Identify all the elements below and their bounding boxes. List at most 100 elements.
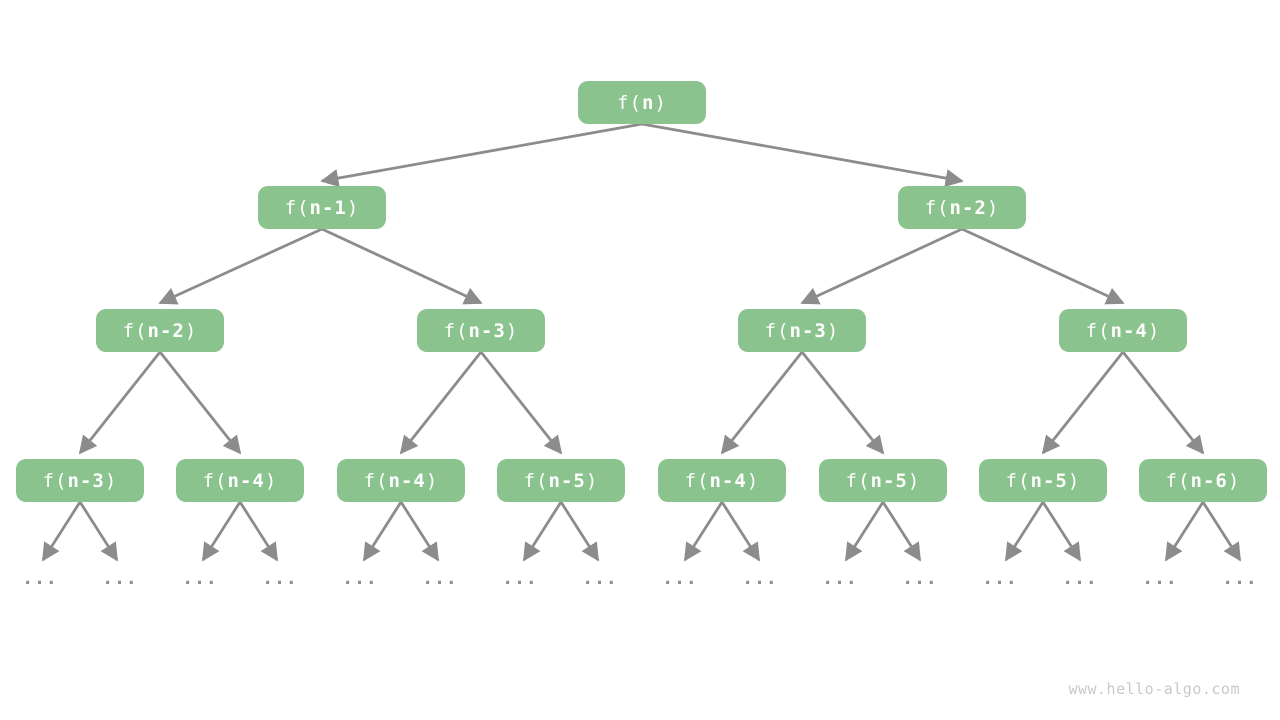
edge xyxy=(320,122,643,188)
node-l3-3-f-n-4: f(n-4) xyxy=(1059,309,1187,352)
node-l4-1-f-n-4: f(n-4) xyxy=(176,459,304,502)
label-post: ) xyxy=(746,469,760,492)
label-pre: f( xyxy=(443,319,469,342)
ellipsis-leaf: ... xyxy=(662,568,698,589)
watermark-text: www.hello-algo.com xyxy=(1068,680,1240,698)
edge xyxy=(1121,351,1205,455)
label-pre: f( xyxy=(202,469,228,492)
label-post: ) xyxy=(104,469,118,492)
ellipsis-leaf: ... xyxy=(1222,568,1258,589)
edge xyxy=(800,227,963,305)
edge xyxy=(881,501,922,562)
label-pre: f( xyxy=(684,469,710,492)
label-arg: n xyxy=(641,91,655,114)
label-arg: n-4 xyxy=(388,469,426,492)
ellipsis-leaf: ... xyxy=(22,568,58,589)
edge xyxy=(399,351,483,455)
label-arg: n-3 xyxy=(468,319,506,342)
ellipsis-leaf: ... xyxy=(102,568,138,589)
node-l4-3-f-n-5: f(n-5) xyxy=(497,459,625,502)
label-pre: f( xyxy=(764,319,790,342)
edge xyxy=(800,351,885,455)
edge xyxy=(1041,351,1125,455)
label-pre: f( xyxy=(42,469,68,492)
label-arg: n-5 xyxy=(1030,469,1068,492)
label-pre: f( xyxy=(617,91,642,114)
ellipsis-leaf: ... xyxy=(982,568,1018,589)
ellipsis-leaf: ... xyxy=(902,568,938,589)
edge xyxy=(399,501,440,562)
label-arg: n-4 xyxy=(227,469,265,492)
edge xyxy=(158,227,323,305)
label-pre: f( xyxy=(122,319,148,342)
ellipsis-leaf: ... xyxy=(822,568,858,589)
edge xyxy=(158,351,242,455)
edge xyxy=(720,501,761,562)
ellipsis-leaf: ... xyxy=(422,568,458,589)
label-pre: f( xyxy=(1005,469,1031,492)
label-post: ) xyxy=(1067,469,1081,492)
edge xyxy=(41,501,82,562)
node-root-f-n: f(n) xyxy=(578,81,706,124)
edge xyxy=(683,501,724,562)
ellipsis-leaf: ... xyxy=(582,568,618,589)
edge xyxy=(1004,501,1045,562)
label-post: ) xyxy=(505,319,519,342)
edge xyxy=(720,351,804,455)
node-l4-7-f-n-6: f(n-6) xyxy=(1139,459,1267,502)
ellipsis-leaf: ... xyxy=(502,568,538,589)
label-post: ) xyxy=(184,319,198,342)
node-l3-0-f-n-2: f(n-2) xyxy=(96,309,224,352)
label-arg: n-4 xyxy=(709,469,747,492)
edge xyxy=(1164,501,1205,562)
ellipsis-leaf: ... xyxy=(182,568,218,589)
label-arg: n-3 xyxy=(789,319,827,342)
label-post: ) xyxy=(425,469,439,492)
label-post: ) xyxy=(1147,319,1161,342)
edge xyxy=(1041,501,1082,562)
node-l4-5-f-n-5: f(n-5) xyxy=(819,459,947,502)
edge xyxy=(321,227,483,305)
label-pre: f( xyxy=(523,469,549,492)
edge xyxy=(201,501,242,562)
node-l3-2-f-n-3: f(n-3) xyxy=(738,309,866,352)
label-post: ) xyxy=(986,196,1000,219)
label-post: ) xyxy=(826,319,840,342)
node-l4-2-f-n-4: f(n-4) xyxy=(337,459,465,502)
label-post: ) xyxy=(585,469,599,492)
label-post: ) xyxy=(346,196,360,219)
ellipsis-leaf: ... xyxy=(1062,568,1098,589)
edge xyxy=(479,351,563,455)
label-arg: n-6 xyxy=(1190,469,1228,492)
label-arg: n-2 xyxy=(147,319,185,342)
node-l2-f-n-1: f(n-1) xyxy=(258,186,386,229)
label-pre: f( xyxy=(284,196,310,219)
label-arg: n-5 xyxy=(870,469,908,492)
label-post: ) xyxy=(1227,469,1241,492)
label-arg: n-1 xyxy=(309,196,347,219)
label-pre: f( xyxy=(1165,469,1191,492)
node-l4-0-f-n-3: f(n-3) xyxy=(16,459,144,502)
label-post: ) xyxy=(907,469,921,492)
edge xyxy=(238,501,279,562)
ellipsis-leaf: ... xyxy=(342,568,378,589)
label-arg: n-5 xyxy=(548,469,586,492)
edge xyxy=(559,501,600,562)
node-l3-1-f-n-3: f(n-3) xyxy=(417,309,545,352)
edge xyxy=(78,501,119,562)
ellipsis-leaf: ... xyxy=(742,568,778,589)
label-post: ) xyxy=(264,469,278,492)
label-arg: n-3 xyxy=(67,469,105,492)
edge xyxy=(78,351,162,455)
label-pre: f( xyxy=(363,469,389,492)
label-pre: f( xyxy=(924,196,950,219)
label-arg: n-2 xyxy=(949,196,987,219)
label-pre: f( xyxy=(1085,319,1111,342)
node-l4-6-f-n-5: f(n-5) xyxy=(979,459,1107,502)
label-arg: n-4 xyxy=(1110,319,1148,342)
node-l2-f-n-2: f(n-2) xyxy=(898,186,1026,229)
label-post: ) xyxy=(654,91,667,114)
edge xyxy=(522,501,563,562)
edge xyxy=(844,501,885,562)
